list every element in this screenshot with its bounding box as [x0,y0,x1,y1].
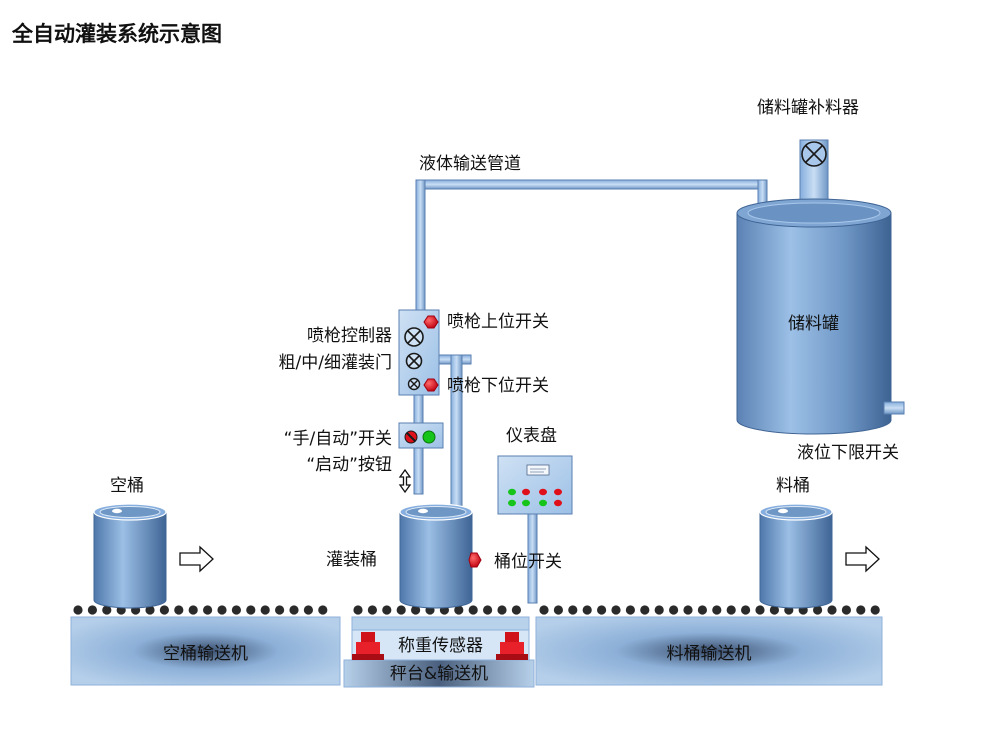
filling-barrel [399,503,473,609]
full-conveyor-direction-arrow-icon [845,545,880,573]
roller [367,605,377,615]
storage-tank [736,198,905,435]
roller [318,605,328,615]
roller [741,605,751,615]
conveyor-rollers [73,605,880,615]
roller [353,605,363,615]
weigh-sensor-left-icon [352,632,384,660]
roller [468,605,478,615]
roller [382,605,392,615]
roller [303,605,313,615]
empty-conveyor-label: 空桶输送机 [163,644,248,664]
roller [396,605,406,615]
roller [640,605,650,615]
roller [813,605,823,615]
roller [217,605,227,615]
roller [769,605,780,615]
roller [755,605,765,615]
roller [625,605,636,615]
roller [539,605,549,615]
fine-gate-valve-icon [407,377,421,391]
page-title: 全自动灌装系统示意图 [12,22,222,46]
medium-gate-valve-icon [405,352,423,370]
roller [568,605,578,615]
roller [611,605,621,615]
roller [159,605,169,615]
roller [411,605,421,615]
roller [827,605,837,615]
roller [102,605,112,615]
empty-conveyor-direction-arrow-icon [179,545,214,573]
roller [454,605,464,615]
empty-barrel [93,503,167,609]
roller [712,605,722,615]
liquid-pipe [415,179,768,311]
roller [726,605,736,615]
tank-refill-valve [799,139,829,216]
roller [669,605,679,615]
platform-conveyor-label: 秤台&输送机 [389,664,489,684]
tank-refill-label: 储料罐补料器 [757,98,859,118]
roller [231,605,241,615]
roller [483,605,493,615]
roller [870,605,880,615]
gun-down-switch-icon [423,378,439,392]
gun-controller-label: 喷枪控制器 [307,326,392,346]
up-down-arrow-icon [398,468,412,494]
empty-barrel-label: 空桶 [110,476,144,496]
empty-barrel-conveyor [70,616,341,686]
coarse-gate-valve-icon [404,327,424,347]
roller [188,605,198,615]
weigh-sensor-label: 称重传感器 [398,636,483,656]
roller [497,605,507,615]
roller [597,605,607,615]
fill-gates-label: 粗/中/细灌装门 [278,353,392,373]
roller [856,605,866,615]
roller [246,605,256,615]
instrument-panel [497,455,573,604]
panel-indicator-lights [508,488,562,507]
roller [511,605,521,615]
start-button-label: “启动”按钮 [306,455,392,475]
liquid-pipe-label: 液体输送管道 [419,154,521,174]
roller [841,605,852,615]
roller [654,605,664,615]
filled-barrel [759,503,833,609]
roller [683,605,693,615]
roller [203,605,213,615]
filled-barrel-label: 料桶 [776,476,810,496]
roller [582,605,592,615]
roller [87,605,97,615]
barrel-position-switch-icon [468,552,482,568]
roller [174,605,184,615]
full-barrel-conveyor [535,616,883,686]
roller [275,605,285,615]
manual-auto-switch-label: “手/自动”开关 [283,429,392,449]
storage-tank-label: 储料罐 [788,314,839,334]
gun-up-switch-label: 喷枪上位开关 [447,312,549,332]
instrument-panel-label: 仪表盘 [506,426,557,446]
roller [260,605,270,615]
low-level-switch-label: 液位下限开关 [797,443,899,463]
gun-down-switch-label: 喷枪下位开关 [447,376,549,396]
roller [289,605,299,615]
manual-auto-switch-icon [404,430,418,444]
roller [553,605,564,615]
start-button-icon [422,430,436,444]
roller [697,605,708,615]
roller [145,605,155,615]
weigh-sensor-right-icon [496,632,528,660]
full-conveyor-label: 料桶输送机 [666,644,752,664]
roller [73,605,83,615]
filling-barrel-label: 灌装桶 [326,550,377,570]
gun-up-switch-icon [423,315,439,329]
barrel-switch-label: 桶位开关 [494,552,562,572]
